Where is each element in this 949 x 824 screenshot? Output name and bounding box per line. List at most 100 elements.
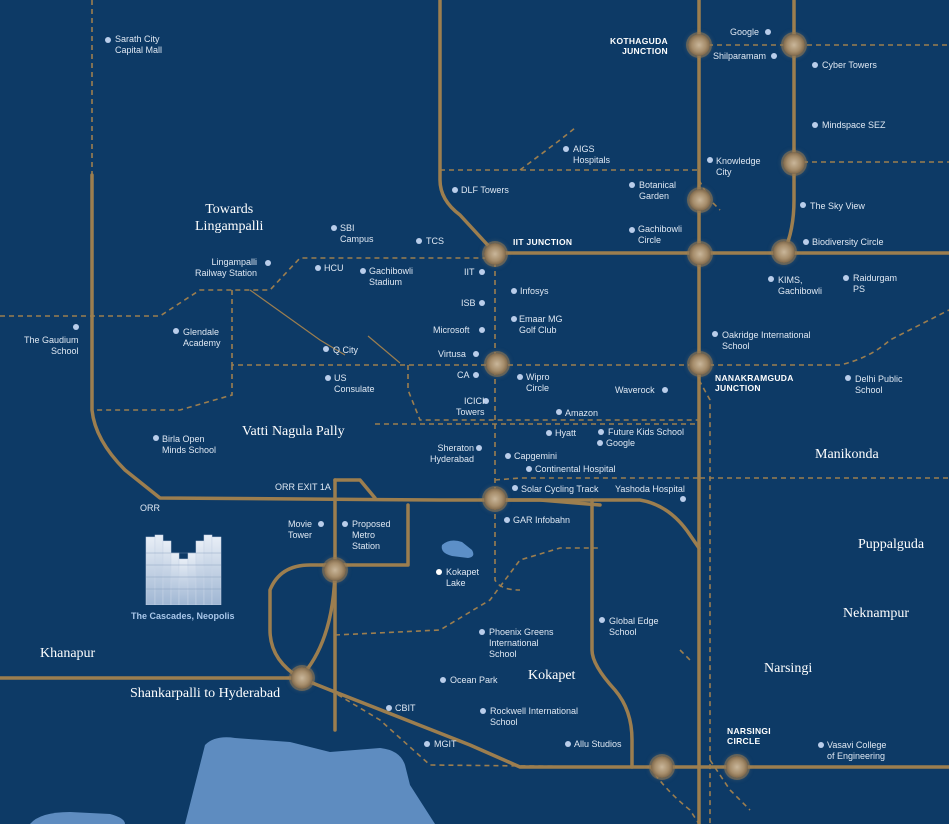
junction-label-iit: IIT JUNCTION [513, 237, 573, 247]
junction-node [689, 243, 711, 265]
poi-dot [323, 346, 329, 352]
poi-dot [173, 328, 179, 334]
poi-dot [504, 517, 510, 523]
poi-dot [479, 327, 485, 333]
junction-label-nanakramguda: NANAKRAMGUDA JUNCTION [715, 373, 794, 393]
poi-dot [436, 569, 442, 575]
poi-future-kids: Future Kids School [608, 427, 685, 437]
poi-dot [629, 182, 635, 188]
poi-shilparamam: Shilparamam [713, 51, 767, 61]
poi-dot [480, 708, 486, 714]
junction-label-narsingi-circle: NARSINGI CIRCLE [727, 726, 771, 746]
junction-label-orr: ORR [140, 503, 160, 513]
poi-dot [629, 227, 635, 233]
poi-dot [473, 351, 479, 357]
poi-glendale: Glendale Academy [183, 327, 221, 348]
poi-capgemini: Capgemini [514, 451, 558, 461]
poi-lingampalli-station: Lingampalli Railway Station [195, 257, 258, 278]
poi-kims: KIMS, Gachibowli [778, 275, 823, 296]
poi-rockwell: Rockwell International School [490, 706, 579, 727]
poi-dot [318, 521, 324, 527]
poi-phoenix-greens: Phoenix Greens International School [489, 627, 554, 659]
poi-dot [517, 374, 523, 380]
junction-node [324, 559, 346, 581]
water-body [185, 737, 435, 824]
kokapet-lake-shape [441, 540, 474, 558]
poi-us-consulate: US Consulate [334, 373, 375, 394]
poi-dot [768, 276, 774, 282]
junction-label-kothaguda: KOTHAGUDA JUNCTION [610, 36, 668, 56]
water-body-2 [30, 812, 125, 824]
poi-dot [473, 372, 479, 378]
poi-sky-view: The Sky View [810, 201, 865, 211]
junction-label-orr-exit: ORR EXIT 1A [275, 482, 331, 492]
poi-raidurgam: Raidurgam PS [853, 273, 898, 294]
poi-sarath-city: Sarath City Capital Mall [115, 34, 163, 55]
junction-node [688, 34, 710, 56]
junction-node [484, 243, 506, 265]
poi-mgit: MGIT [434, 739, 457, 749]
poi-dot [483, 398, 489, 404]
poi-wipro: Wipro Circle [526, 372, 550, 393]
poi-dot [479, 269, 485, 275]
poi-dot [315, 265, 321, 271]
junction-node [689, 189, 711, 211]
poi-dot [707, 157, 713, 163]
area-shankarpalli: Shankarpalli to Hyderabad [130, 686, 281, 701]
area-vatti-nagula-pally: Vatti Nagula Pally [242, 424, 345, 439]
poi-dot [599, 617, 605, 623]
poi-virtusa: Virtusa [438, 349, 466, 359]
poi-dot [818, 742, 824, 748]
poi-gar-infobahn: GAR Infobahn [513, 515, 571, 525]
poi-dot [712, 331, 718, 337]
poi-gachibowli-circle: Gachibowli Circle [638, 224, 683, 245]
poi-dot [812, 62, 818, 68]
poi-mindspace: Mindspace SEZ [822, 120, 886, 130]
area-khanapur: Khanapur [40, 646, 96, 661]
poi-gachibowli-stadium: Gachibowli Stadium [369, 266, 414, 287]
poi-dot [360, 268, 366, 274]
poi-isb: ISB [461, 298, 476, 308]
poi-ocean-park: Ocean Park [450, 675, 498, 685]
junction-node [783, 152, 805, 174]
poi-dot [563, 146, 569, 152]
poi-dot [765, 29, 771, 35]
poi-q-city: Q City [333, 345, 359, 355]
poi-continental: Continental Hospital [535, 464, 616, 474]
poi-delhi-public: Delhi Public School [855, 374, 903, 395]
poi-emaar: Emaar MG Golf Club [519, 314, 563, 335]
poi-iit: IIT [464, 267, 475, 277]
poi-knowledge-city: Knowledge City [716, 156, 761, 177]
poi-dot [597, 440, 603, 446]
junction-node [773, 241, 795, 263]
poi-dot [325, 375, 331, 381]
poi-yashoda: Yashoda Hospital [615, 484, 685, 494]
junction-node [291, 667, 313, 689]
poi-dot [771, 53, 777, 59]
poi-infosys: Infosys [520, 286, 549, 296]
poi-microsoft: Microsoft [433, 325, 470, 335]
area-neknampur: Neknampur [843, 606, 910, 621]
poi-dot [598, 429, 604, 435]
junction-node [726, 756, 748, 778]
poi-dot [511, 288, 517, 294]
area-narsingi: Narsingi [764, 661, 813, 676]
poi-dot [424, 741, 430, 747]
poi-dot [680, 496, 686, 502]
poi-birla: Birla Open Minds School [162, 434, 217, 455]
poi-dot [565, 741, 571, 747]
junction-node [783, 34, 805, 56]
poi-dot [479, 629, 485, 635]
poi-cbit: CBIT [395, 703, 416, 713]
poi-dot [452, 187, 458, 193]
poi-movie-tower: Movie Tower [288, 519, 313, 540]
poi-sbi: SBI Campus [340, 223, 374, 244]
area-manikonda: Manikonda [815, 447, 879, 462]
poi-dot [476, 445, 482, 451]
poi-icici: ICICI Towers [456, 396, 485, 417]
poi-aigs: AIGS Hospitals [573, 144, 611, 165]
poi-hyatt: Hyatt [555, 428, 577, 438]
poi-kokapet-lake: Kokapet Lake [446, 567, 480, 588]
poi-allu-studios: Allu Studios [574, 739, 622, 749]
